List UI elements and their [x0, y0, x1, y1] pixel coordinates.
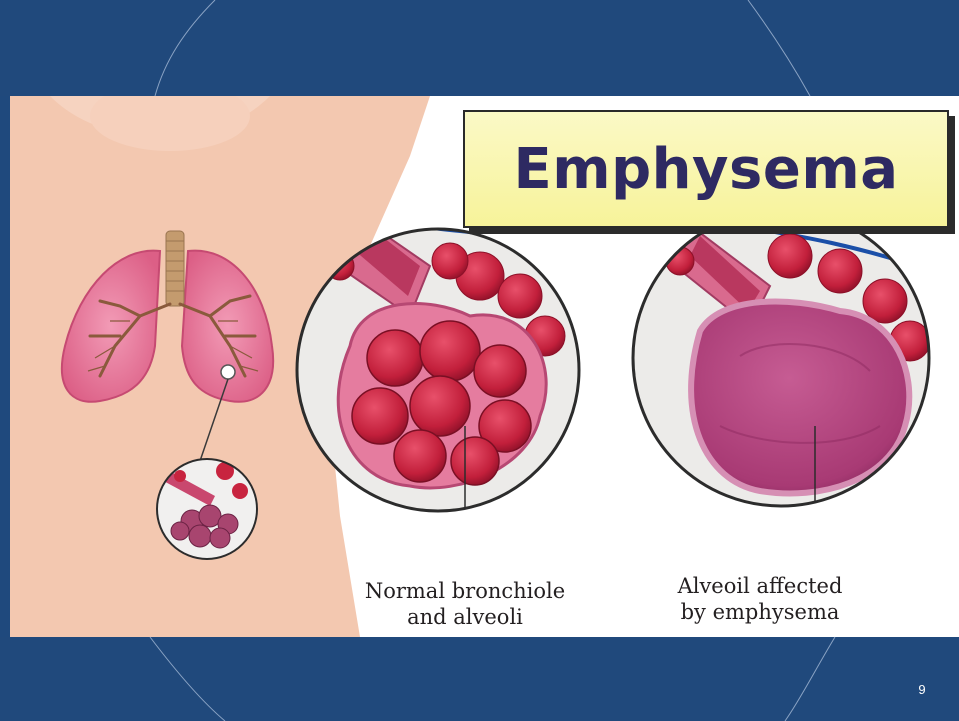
page-number: 9 — [910, 682, 934, 697]
caption-normal: Normal bronchiole and alveoli — [330, 578, 600, 630]
caption-affected-line1: Alveoil affected — [640, 573, 880, 599]
bottom-band — [0, 637, 959, 721]
caption-affected-line2: by emphysema — [640, 599, 880, 625]
caption-normal-line1: Normal bronchiole — [330, 578, 600, 604]
caption-normal-line2: and alveoli — [330, 604, 600, 630]
slide-title: Emphysema — [513, 137, 898, 202]
top-band — [0, 0, 959, 96]
title-box: Emphysema — [463, 110, 949, 228]
caption-affected: Alveoil affected by emphysema — [640, 573, 880, 625]
